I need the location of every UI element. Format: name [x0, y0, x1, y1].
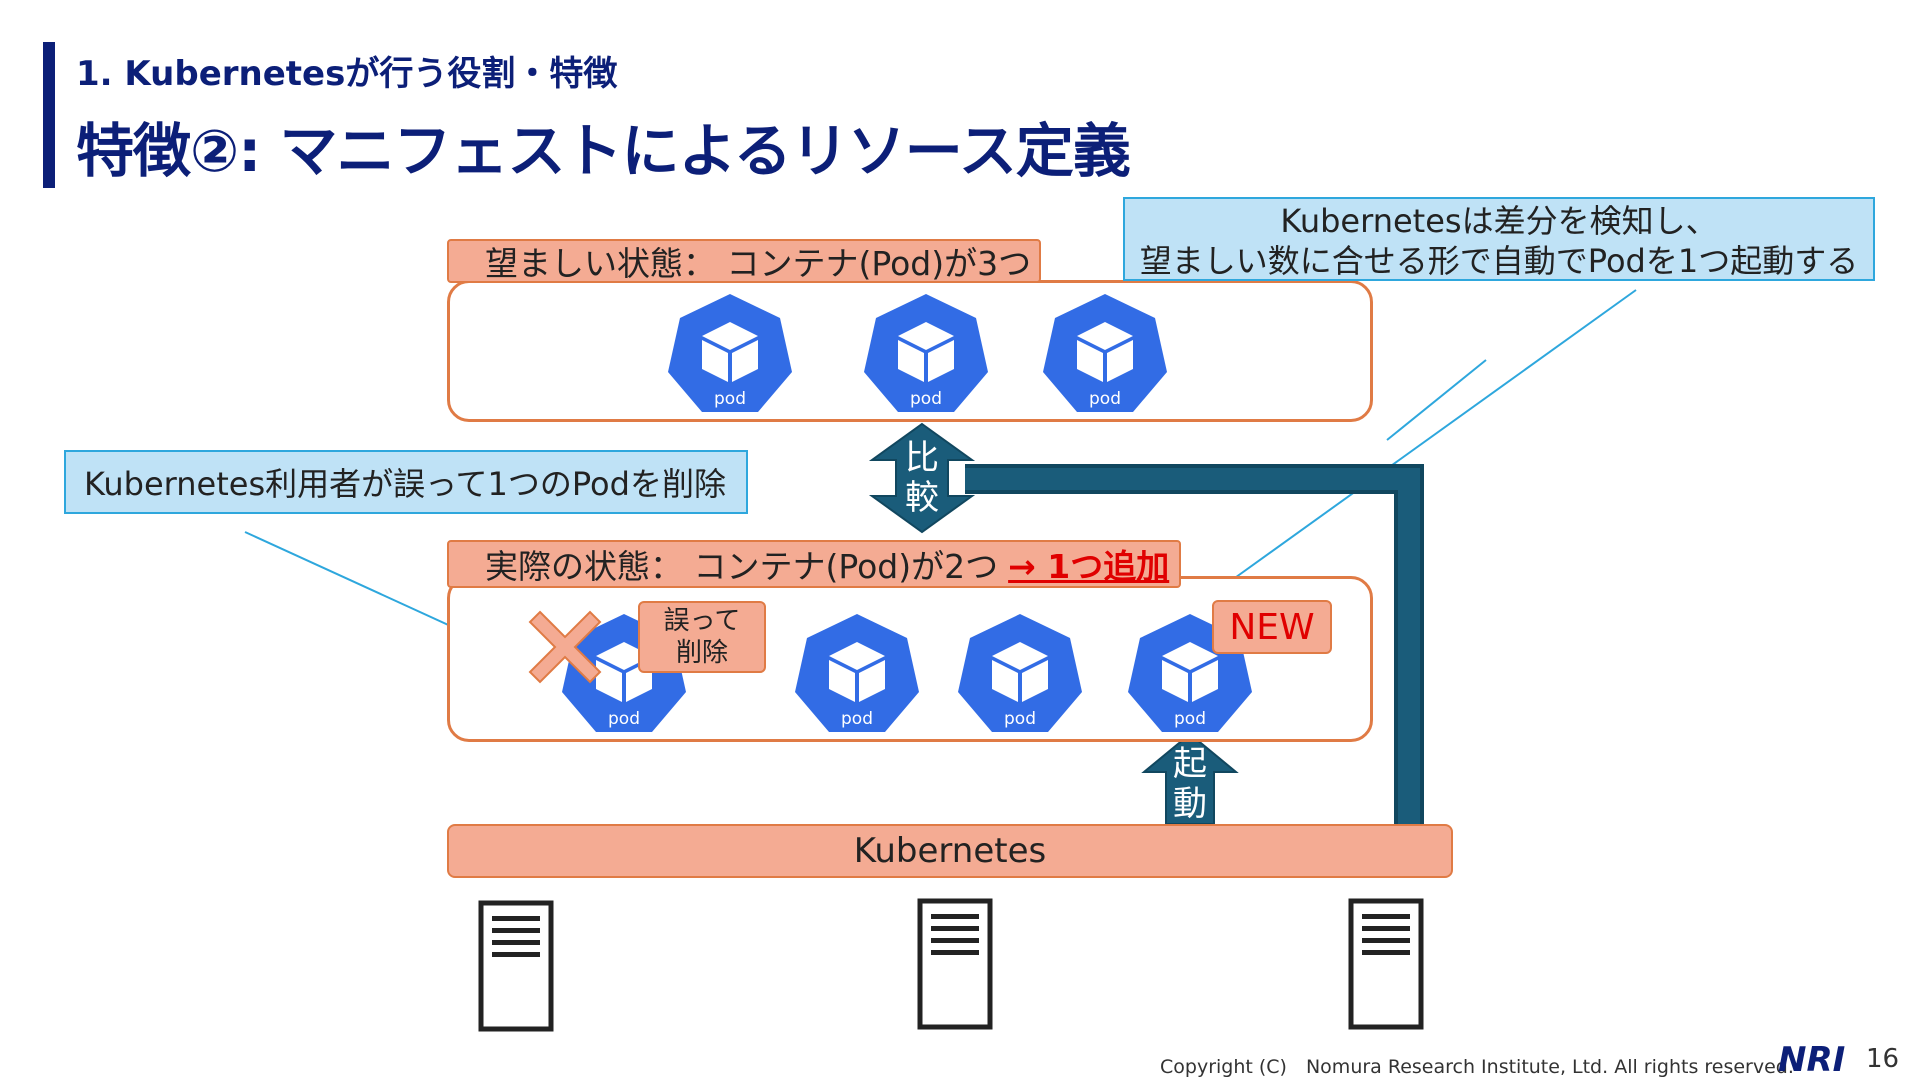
delete-note-line1: 誤って [663, 606, 741, 636]
detect-note: Kubernetesは差分を検知し、 望ましい数に合せる形で自動でPodを1つ起… [1123, 197, 1875, 281]
pointer-line-detect-2 [1386, 359, 1487, 441]
pod-label: pod [910, 389, 942, 409]
pod-icon: pod [668, 294, 792, 412]
pod-label: pod [841, 709, 873, 729]
user-delete-note: Kubernetes利用者が誤って1つのPodを削除 [64, 450, 748, 514]
launch-label: 起 動 [1170, 744, 1210, 824]
new-badge: NEW [1212, 600, 1332, 654]
add-one-highlight: → 1つ追加 [1008, 547, 1170, 586]
compare-char-2: 較 [905, 478, 939, 518]
nri-logo: NRI [1778, 1040, 1846, 1080]
pod-label: pod [714, 389, 746, 409]
deleted-by-mistake-note: 誤って 削除 [638, 601, 766, 673]
pointer-line-detect [1231, 289, 1637, 581]
kubernetes-bar: Kubernetes [447, 824, 1453, 878]
pod-icon: pod [1043, 294, 1167, 412]
pod-icon: pod [795, 614, 919, 732]
pod-label: pod [1089, 389, 1121, 409]
pod-label: pod [608, 709, 640, 729]
delete-note-line2: 削除 [675, 638, 728, 668]
compare-label: 比 較 [902, 438, 942, 518]
section-subtitle: 1. Kubernetesが行う役割・特徴 [76, 54, 618, 94]
server-icon [1348, 898, 1424, 1030]
feedback-path-inner [965, 468, 1420, 824]
compare-double-arrow [868, 422, 976, 534]
server-icon [478, 900, 554, 1032]
slide-title: 特徴②: マニフェストによるリソース定義 [76, 117, 1131, 185]
page-number: 16 [1866, 1044, 1900, 1074]
detect-note-line2: 望ましい数に合せる形で自動でPodを1つ起動する [1139, 242, 1859, 280]
compare-char-1: 比 [905, 438, 939, 478]
pod-icon: pod [958, 614, 1082, 732]
desired-state-label: 望ましい状態： コンテナ(Pod)が3つ [447, 239, 1041, 283]
detect-note-line1: Kubernetesは差分を検知し、 [1280, 202, 1718, 240]
pod-icon: pod [864, 294, 988, 412]
pod-label: pod [1174, 709, 1206, 729]
delete-x-icon [528, 610, 602, 684]
server-icon [917, 898, 993, 1030]
launch-char-1: 起 [1173, 744, 1207, 784]
title-accent-bar [43, 42, 55, 188]
actual-state-text: 実際の状態： コンテナ(Pod)が2つ [485, 547, 999, 586]
launch-char-2: 動 [1173, 784, 1207, 824]
pod-label: pod [1004, 709, 1036, 729]
actual-state-label: 実際の状態： コンテナ(Pod)が2つ → 1つ追加 [447, 540, 1181, 588]
copyright: Copyright (C) Nomura Research Institute,… [1160, 1056, 1794, 1078]
